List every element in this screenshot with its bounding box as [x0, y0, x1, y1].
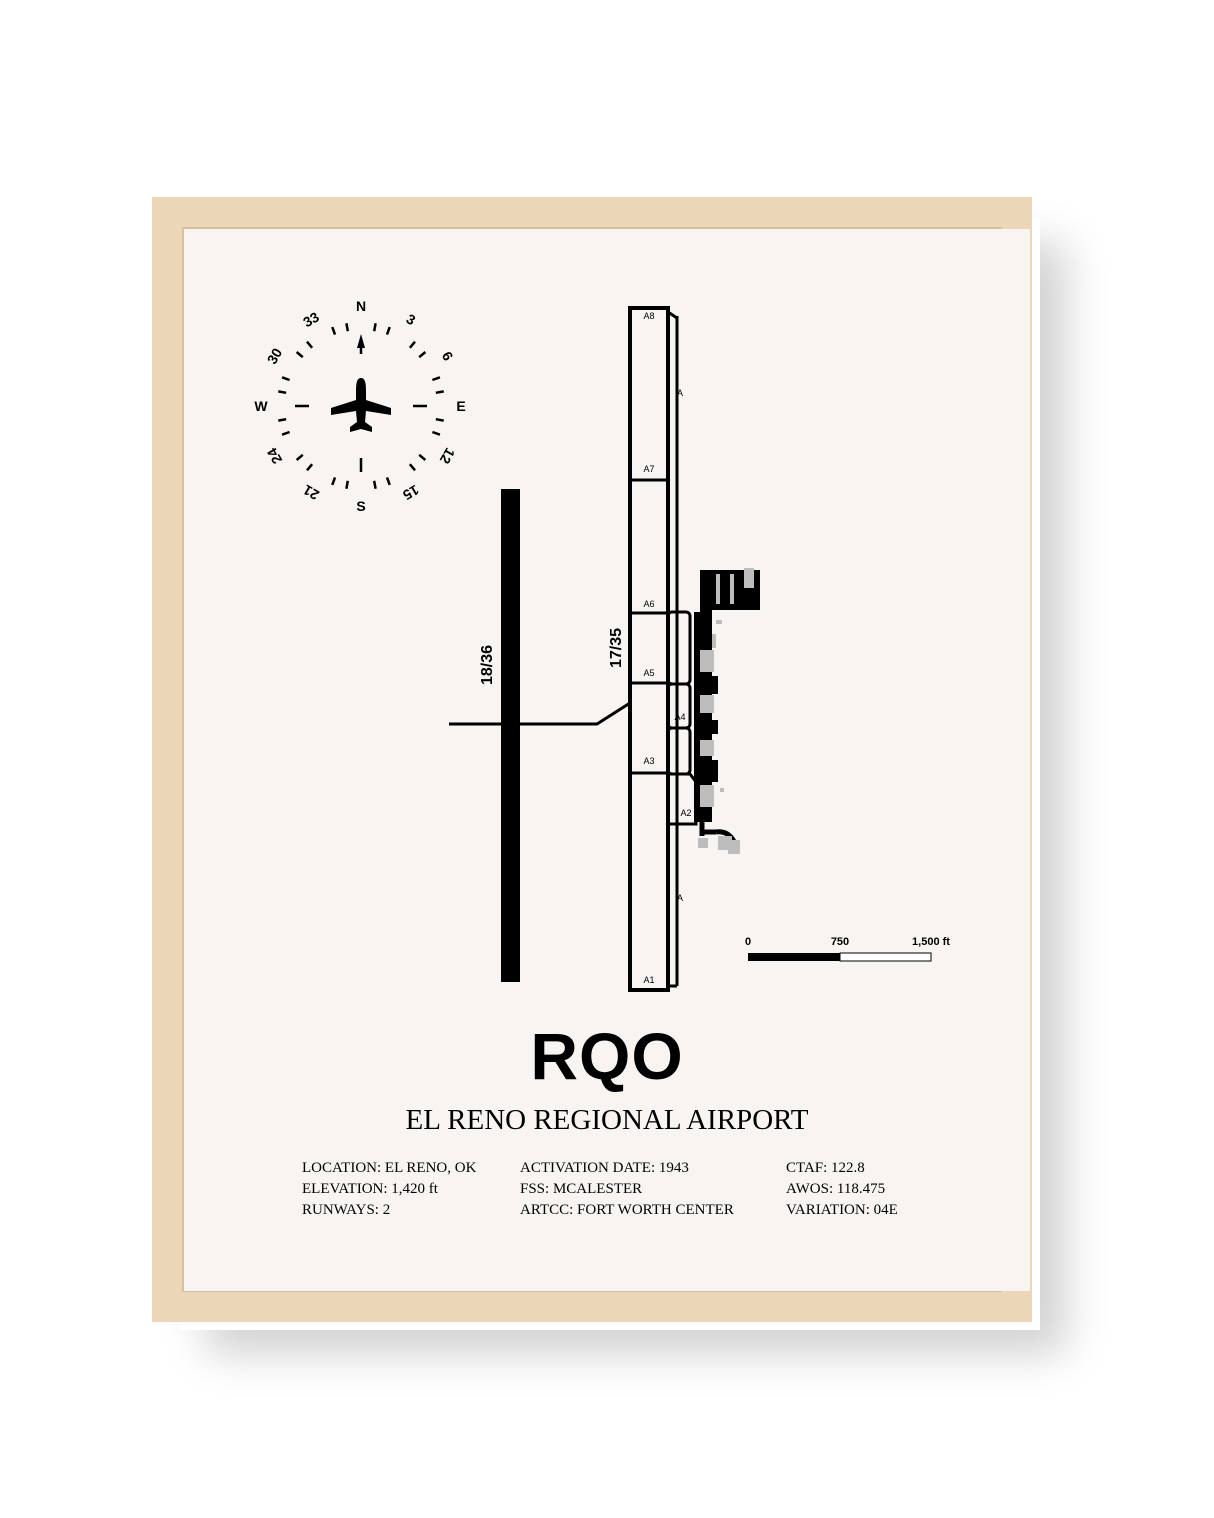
- compass-tick: [331, 476, 337, 486]
- compass-label: N: [356, 298, 366, 314]
- compass-tick: [385, 326, 391, 336]
- compass-tick: [435, 390, 444, 395]
- runway-17-35: [628, 306, 670, 992]
- north-pointer-icon: [357, 334, 365, 348]
- scale-bar: 0 750 1,500 ft: [745, 936, 950, 962]
- compass-label: 24: [263, 445, 285, 467]
- compass-tick: [295, 453, 304, 461]
- apron-hangars: [694, 568, 760, 854]
- taxiway-label-a2: A2: [680, 808, 691, 818]
- airport-code: RQO: [530, 1019, 684, 1093]
- connector-taxiway: [449, 701, 631, 726]
- compass-tick: [431, 376, 441, 382]
- compass-tick: [372, 480, 377, 489]
- poster-paper: [184, 229, 1030, 1291]
- scale-label-750: 750: [831, 936, 849, 948]
- compass-tick: [408, 463, 416, 472]
- info-column-1: LOCATION: EL RENO, OK ELEVATION: 1,420 f…: [302, 1158, 476, 1221]
- compass-label: E: [456, 398, 465, 414]
- scale-label-0: 0: [745, 936, 751, 948]
- taxiway-label-a7: A7: [643, 464, 654, 474]
- compass-tick: [385, 476, 391, 486]
- compass-tick: [345, 480, 350, 489]
- compass-tick: [306, 340, 314, 349]
- airport-name: EL RENO REGIONAL AIRPORT: [405, 1104, 809, 1136]
- info-column-2: ACTIVATION DATE: 1943 FSS: MCALESTER ART…: [520, 1158, 734, 1221]
- compass-tick: [278, 417, 287, 422]
- info-awos: AWOS: 118.475: [786, 1181, 886, 1197]
- taxiway-label-a6: A6: [643, 599, 654, 609]
- compass-tick: [295, 351, 304, 359]
- compass-label: 21: [300, 482, 322, 504]
- compass-label: 15: [400, 482, 422, 504]
- compass-label: W: [254, 398, 268, 414]
- compass-tick: [372, 323, 377, 332]
- compass-tick: [431, 430, 441, 436]
- taxiway-label-a1: A1: [643, 975, 654, 985]
- runway-label-18-36: 18/36: [479, 645, 496, 685]
- compass-label: 33: [300, 308, 322, 330]
- info-runways: RUNWAYS: 2: [302, 1202, 391, 1218]
- info-elevation: ELEVATION: 1,420 ft: [302, 1181, 438, 1197]
- compass-label: 12: [437, 445, 459, 467]
- compass-tick: [278, 390, 287, 395]
- taxiway-label-a8: A8: [643, 311, 654, 321]
- info-artcc: ARTCC: FORT WORTH CENTER: [520, 1202, 734, 1218]
- compass-tick: [435, 417, 444, 422]
- info-fss: FSS: MCALESTER: [520, 1181, 643, 1197]
- compass-tick: [345, 323, 350, 332]
- taxiway-label-a4: A4: [674, 712, 685, 722]
- compass-tick: [418, 453, 427, 461]
- compass-label: S: [356, 498, 365, 514]
- runway-crossings: [630, 478, 668, 775]
- compass-tick: [281, 376, 291, 382]
- taxiway-label-a5: A5: [643, 668, 654, 678]
- info-variation: VARIATION: 04E: [786, 1202, 898, 1218]
- runway-18-36: [501, 489, 520, 982]
- taxiway-label-a-lower: A: [677, 893, 683, 903]
- compass-tick: [408, 340, 416, 349]
- info-activation-date: ACTIVATION DATE: 1943: [520, 1160, 689, 1176]
- info-column-3: CTAF: 122.8 AWOS: 118.475 VARIATION: 04E: [786, 1158, 898, 1221]
- runway-label-17-35: 17/35: [608, 628, 625, 668]
- compass-tick: [418, 351, 427, 359]
- info-location: LOCATION: EL RENO, OK: [302, 1160, 477, 1176]
- compass-tick: [306, 463, 314, 472]
- taxiway-label-a-upper: A: [677, 388, 683, 398]
- taxiway-a-top: [667, 310, 678, 320]
- taxiway-label-a3: A3: [643, 756, 654, 766]
- info-ctaf: CTAF: 122.8: [786, 1160, 865, 1176]
- airplane-icon: [331, 378, 391, 432]
- compass-tick: [281, 430, 291, 436]
- compass-label: 3: [404, 311, 419, 329]
- compass-tick: [331, 326, 337, 336]
- scale-label-1500: 1,500 ft: [912, 936, 950, 948]
- compass-label: 6: [439, 349, 457, 364]
- compass-rose: N 3 6E 12 15S 21 24 W 30 33: [254, 298, 465, 514]
- compass-label: 30: [264, 345, 286, 367]
